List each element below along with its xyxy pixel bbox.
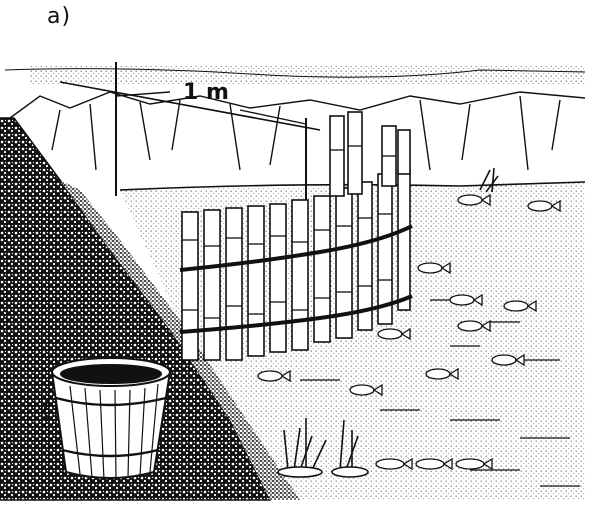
fish <box>449 293 483 307</box>
far-bank-texture <box>30 66 585 84</box>
near-bank-edge <box>60 180 300 500</box>
scale-label: 1 m <box>183 80 229 105</box>
fish <box>491 353 525 367</box>
fish <box>503 299 537 313</box>
fish <box>349 383 383 397</box>
fish <box>455 457 493 471</box>
fish <box>425 367 459 381</box>
fish <box>375 457 413 471</box>
panel-label: a) <box>47 4 72 29</box>
scale-measure <box>59 62 321 200</box>
fence-nodes <box>182 145 396 319</box>
bucket-icon <box>43 357 172 481</box>
reeds <box>277 167 499 478</box>
fish <box>415 457 453 471</box>
fish <box>377 327 411 341</box>
far-riverbank <box>4 68 586 191</box>
fish <box>257 369 291 383</box>
fish-group <box>257 193 561 471</box>
fish <box>457 193 491 207</box>
fish <box>457 319 491 333</box>
fish <box>417 261 451 275</box>
fence-lashing <box>179 224 413 334</box>
fish <box>527 199 561 213</box>
water-ripples <box>300 299 580 487</box>
